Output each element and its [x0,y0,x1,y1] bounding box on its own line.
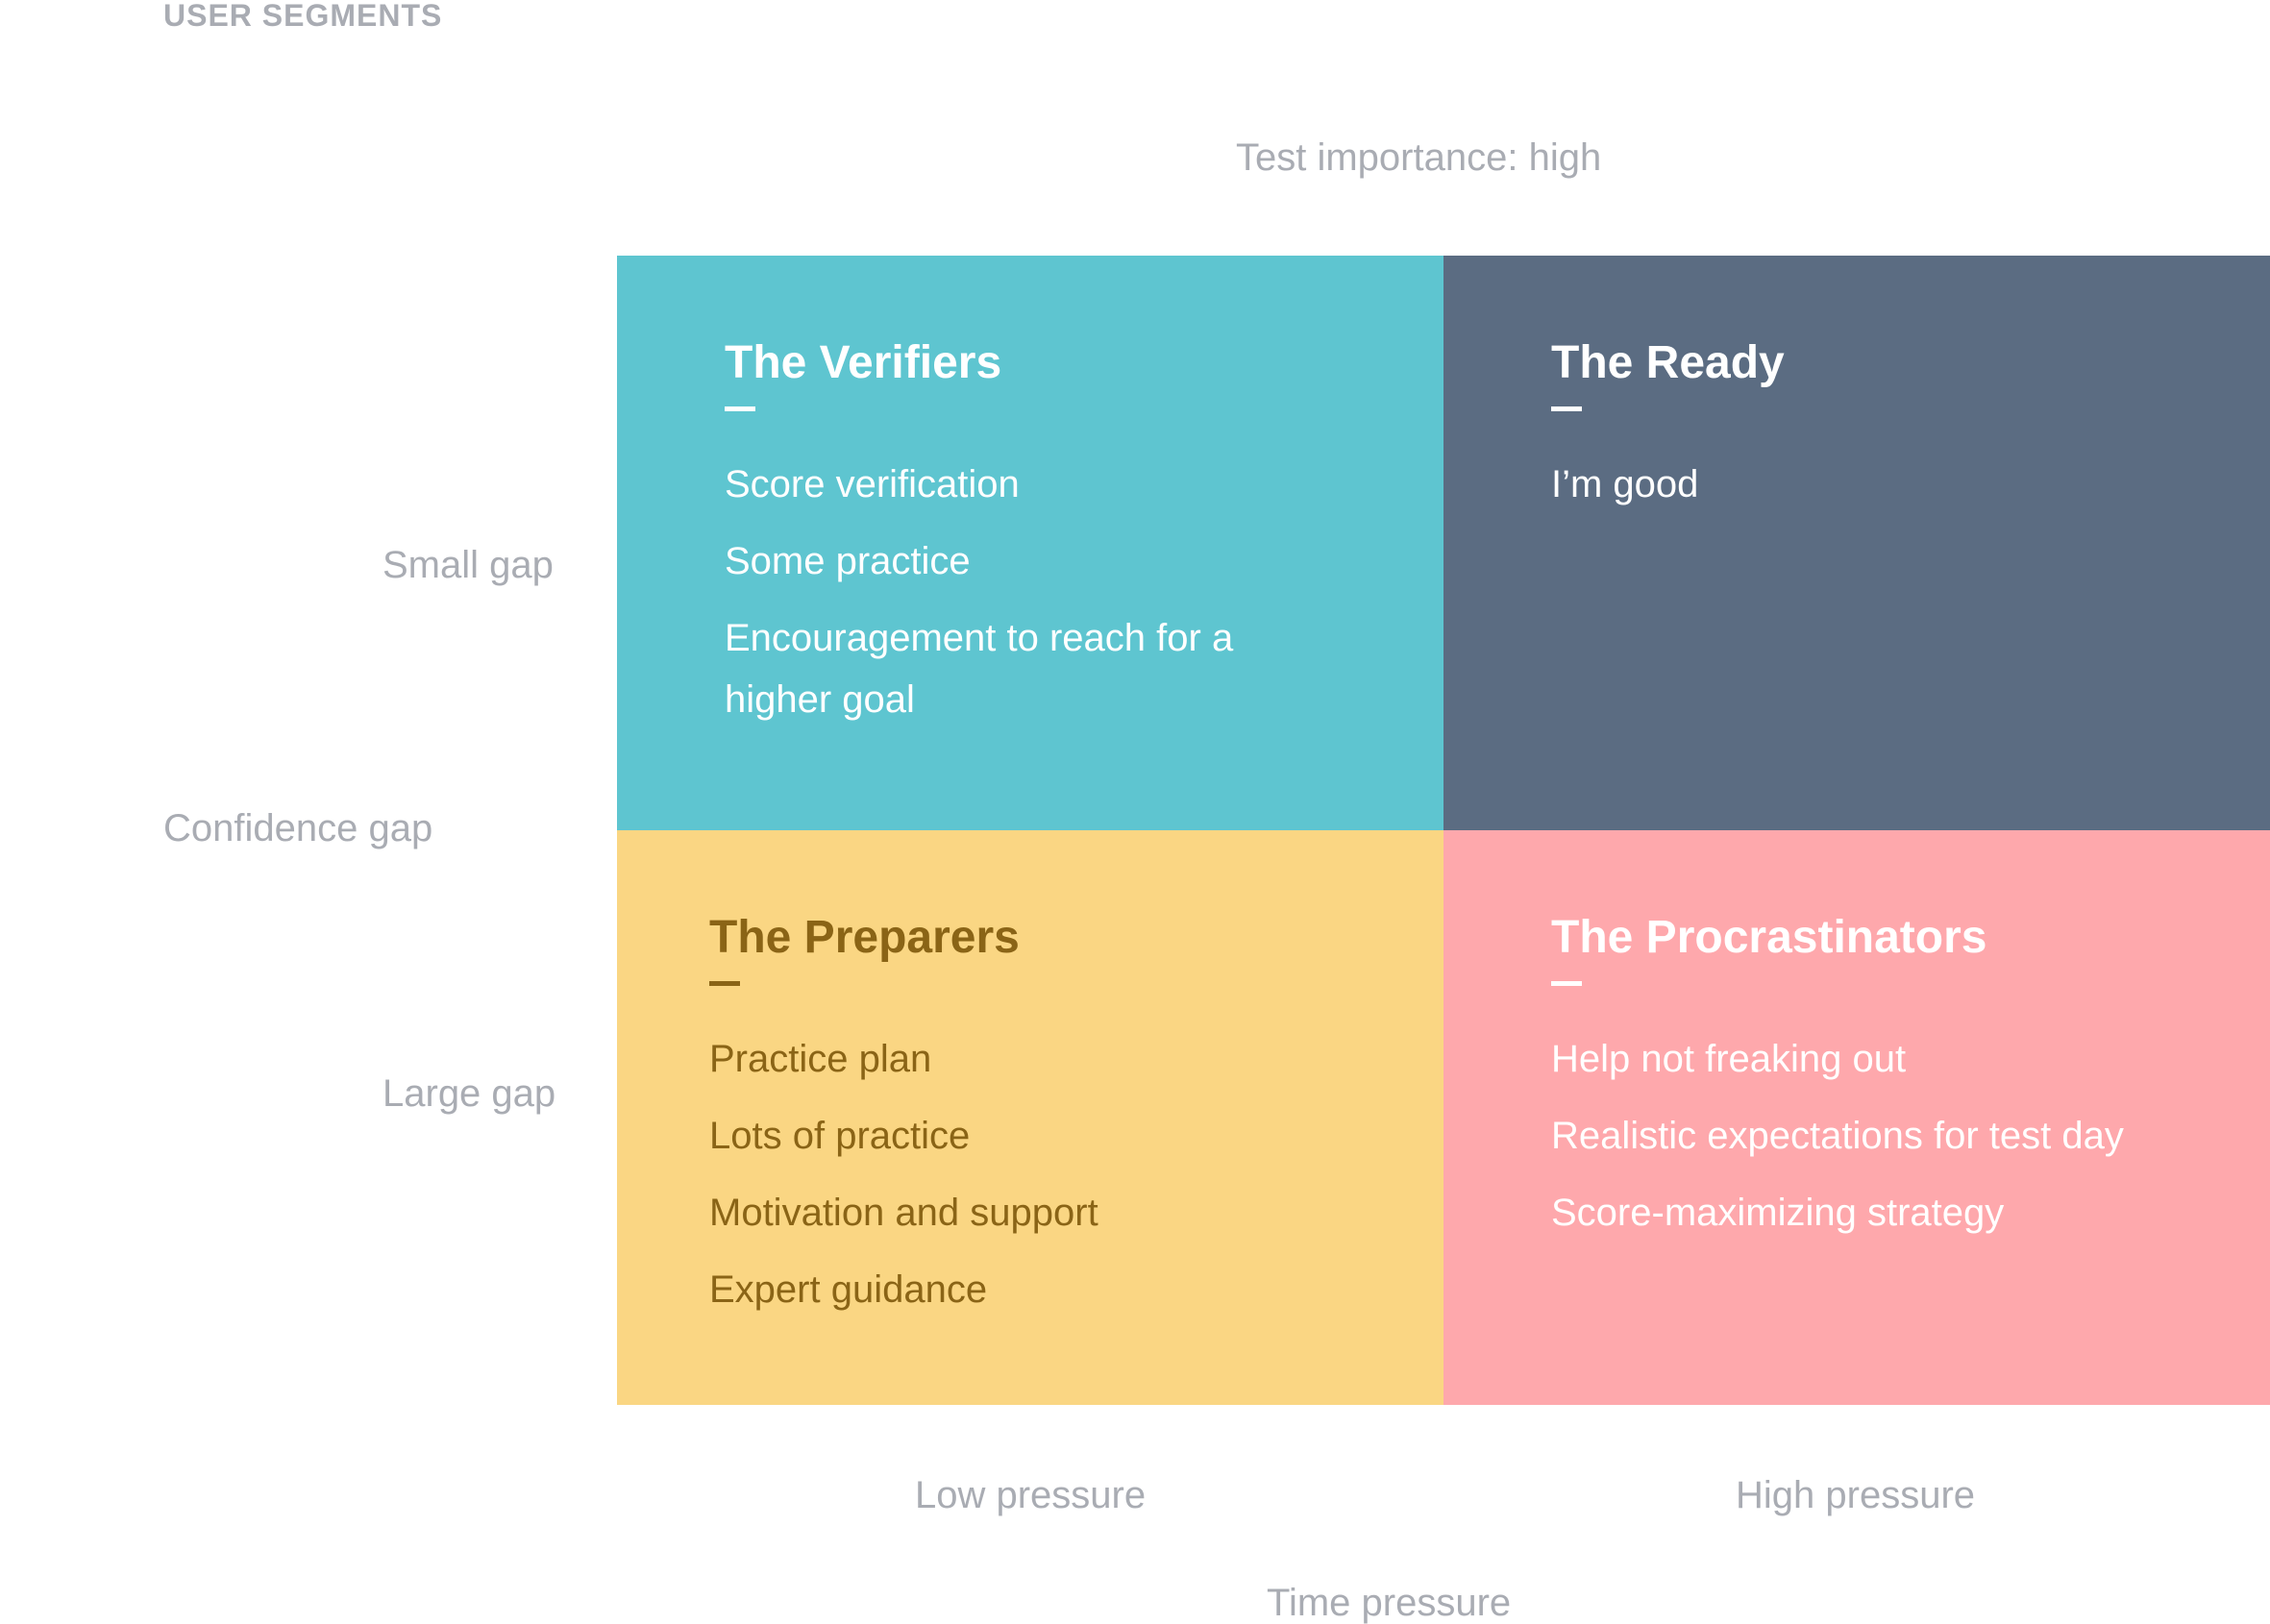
y-axis-title: Confidence gap [163,807,433,849]
list-item: Score verification [725,462,1020,505]
title-underline [709,980,740,986]
list-item: Practice plan [709,1037,932,1080]
title-underline [1551,406,1582,411]
quadrant-list: I’m good [1551,454,2232,515]
x-axis-title: Time pressure [1267,1582,1512,1624]
list-item: Encouragement to reach for a higher goal [725,616,1234,721]
x-axis-right-label: High pressure [1736,1474,1976,1516]
title-underline [1551,980,1582,986]
quadrant-title: The Ready [1551,337,1785,388]
quadrant-title: The Preparers [709,912,1020,963]
quadrant-list: Help not freaking out Realistic expectat… [1551,1028,2232,1243]
quadrant-list: Practice plan Lots of practice Motivatio… [709,1028,1405,1320]
list-item: Lots of practice [709,1114,971,1157]
y-axis-bottom-label: Large gap [382,1072,556,1115]
list-item: Realistic expectations for test day [1551,1114,2124,1157]
list-item: Some practice [725,539,971,582]
quadrant-ready: The Ready I’m good [1443,256,2270,830]
title-underline [725,406,755,411]
y-axis-top-label: Small gap [382,544,554,586]
list-item: Motivation and support [709,1191,1098,1234]
list-item: Expert guidance [709,1267,988,1311]
list-item: I’m good [1551,462,1699,505]
quadrant-title: The Procrastinators [1551,912,1987,963]
quadrant-list: Score verification Some practice Encoura… [725,454,1405,730]
quadrant-verifiers: The Verifiers Score verification Some pr… [617,256,1443,830]
list-item: Score-maximizing strategy [1551,1191,2005,1234]
quadrant-preparers: The Preparers Practice plan Lots of prac… [617,830,1443,1405]
quadrant-title: The Verifiers [725,337,1002,388]
quadrant-procrastinators: The Procrastinators Help not freaking ou… [1443,830,2270,1405]
list-item: Help not freaking out [1551,1037,1907,1080]
top-axis-label: Test importance: high [1236,136,1602,179]
section-label: USER SEGMENTS [163,0,443,33]
x-axis-left-label: Low pressure [915,1474,1147,1516]
